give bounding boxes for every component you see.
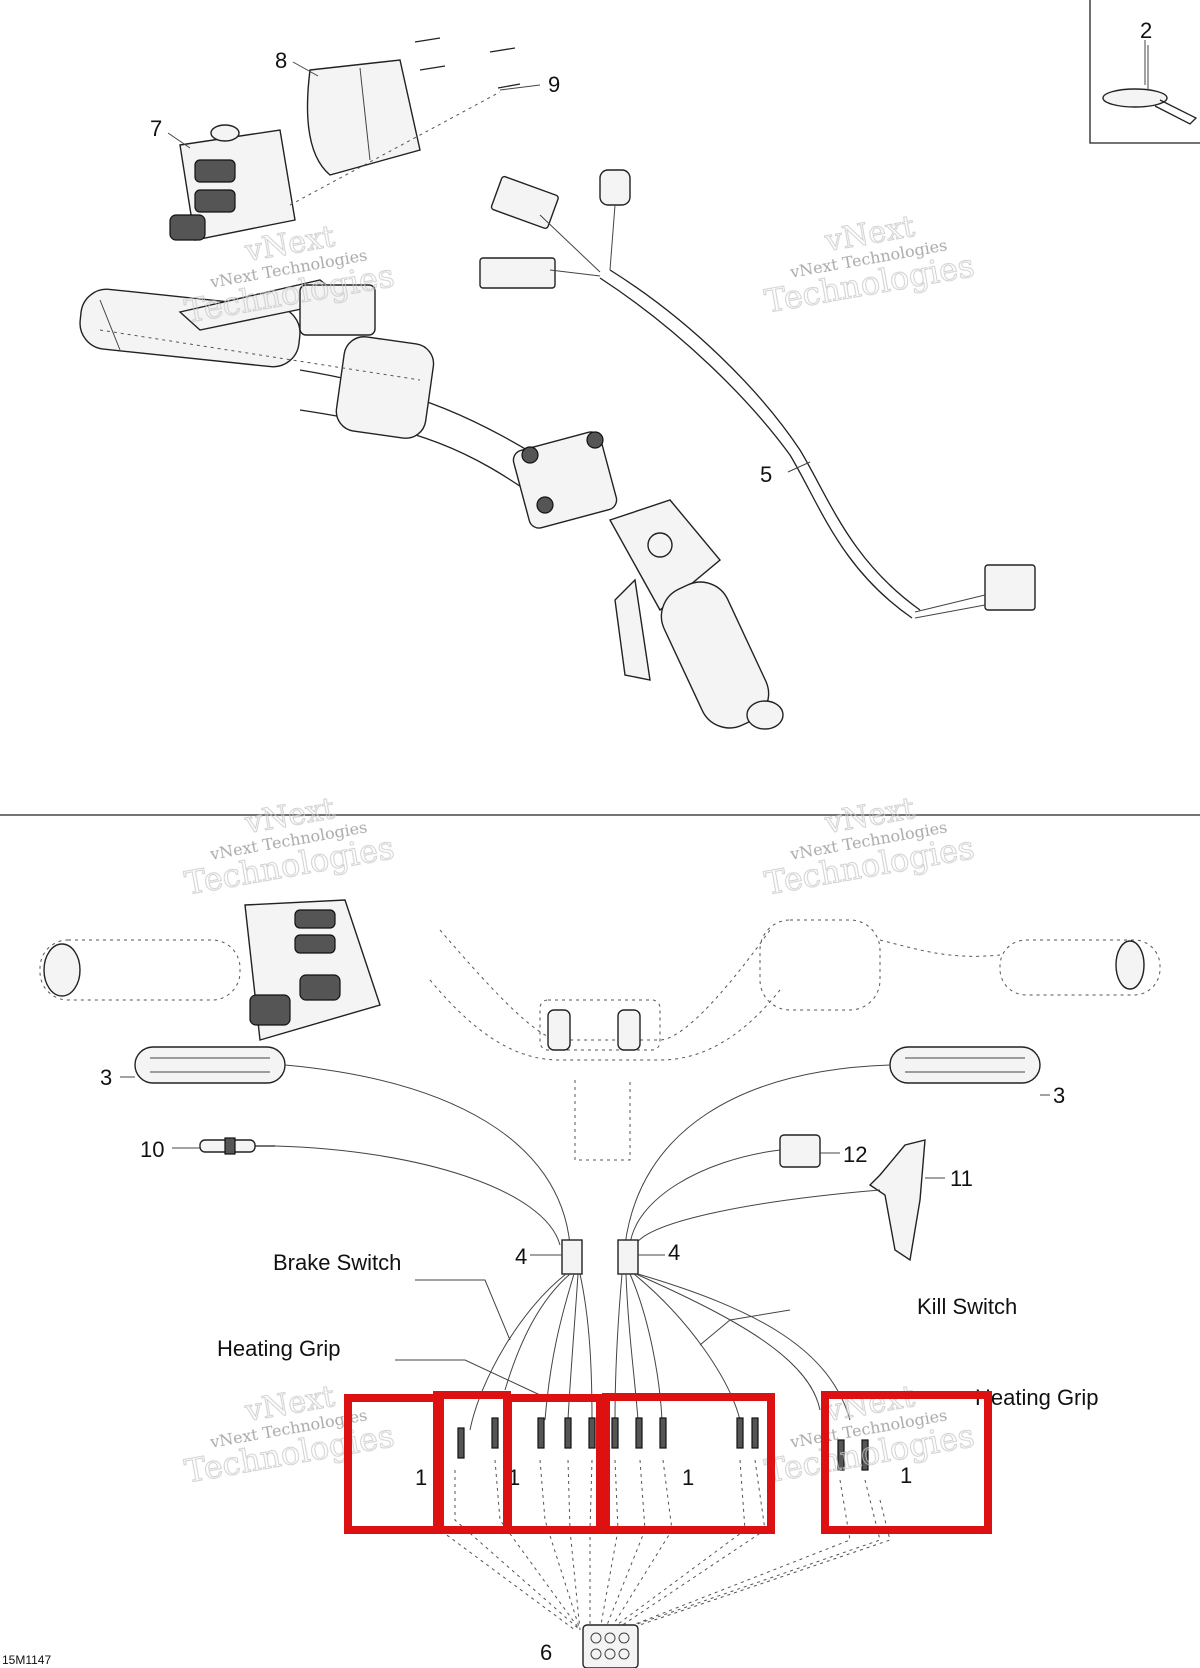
label-heating-grip-left: Heating Grip (217, 1336, 341, 1361)
highlight-box-3 (504, 1394, 604, 1534)
highlight-box-4 (602, 1393, 775, 1534)
callout-1-c: 1 (682, 1465, 694, 1490)
watermark-4: vNext vNext Technologies Technologies (761, 791, 977, 903)
highlight-box-5 (821, 1391, 992, 1534)
watermarks: vNext vNext Technologies Technologies vN… (181, 209, 977, 1491)
callout-10: 10 (140, 1137, 164, 1162)
callout-3-right: 3 (1053, 1083, 1065, 1108)
lower-handlebar-assembly (39, 899, 1161, 1161)
callout-6: 6 (540, 1640, 552, 1665)
callout-4-left: 4 (515, 1244, 527, 1269)
callout-12: 12 (843, 1142, 867, 1167)
switch-housing-left (169, 124, 296, 241)
heating-element-right (889, 1046, 1041, 1084)
screws (414, 37, 521, 89)
inset-cable-tie (1089, 0, 1200, 144)
callout-8: 8 (275, 48, 287, 73)
callout-1-a: 1 (415, 1465, 427, 1490)
connector-6 (582, 1624, 639, 1668)
label-heating-grip-right: Heating Grip (975, 1385, 1099, 1410)
callout-11: 11 (950, 1166, 973, 1191)
callout-1-d: 1 (900, 1463, 912, 1488)
watermark-5: vNext vNext Technologies Technologies (181, 1379, 397, 1491)
upper-handlebar-assembly (79, 37, 784, 730)
callout-3-left: 3 (100, 1065, 112, 1090)
callout-9: 9 (548, 72, 560, 97)
callout-2: 2 (1140, 18, 1152, 43)
callout-5: 5 (760, 462, 772, 487)
watermark-3: vNext vNext Technologies Technologies (181, 791, 397, 903)
clip-12 (779, 1134, 821, 1168)
bracket-11 (868, 1139, 926, 1262)
watermark-2: vNext vNext Technologies Technologies (761, 209, 977, 321)
heating-element-left (134, 1046, 286, 1084)
highlight-boxes (344, 1391, 992, 1534)
switch-rear-housing (306, 59, 421, 176)
label-brake-switch: Brake Switch (273, 1250, 401, 1275)
callout-7: 7 (150, 116, 162, 141)
wire-harness-5 (479, 169, 1036, 619)
diagram-code: 15M1147 (2, 1653, 51, 1667)
label-kill-switch: Kill Switch (917, 1294, 1017, 1319)
sensor-10 (199, 1137, 275, 1155)
callout-4-right: 4 (668, 1240, 680, 1265)
highlight-box-2 (433, 1391, 511, 1534)
watermark-6: vNext vNext Technologies Technologies (761, 1379, 977, 1491)
terminal-pins (457, 1417, 869, 1471)
text-labels: Brake Switch Kill Switch Heating Grip He… (2, 1250, 1099, 1667)
